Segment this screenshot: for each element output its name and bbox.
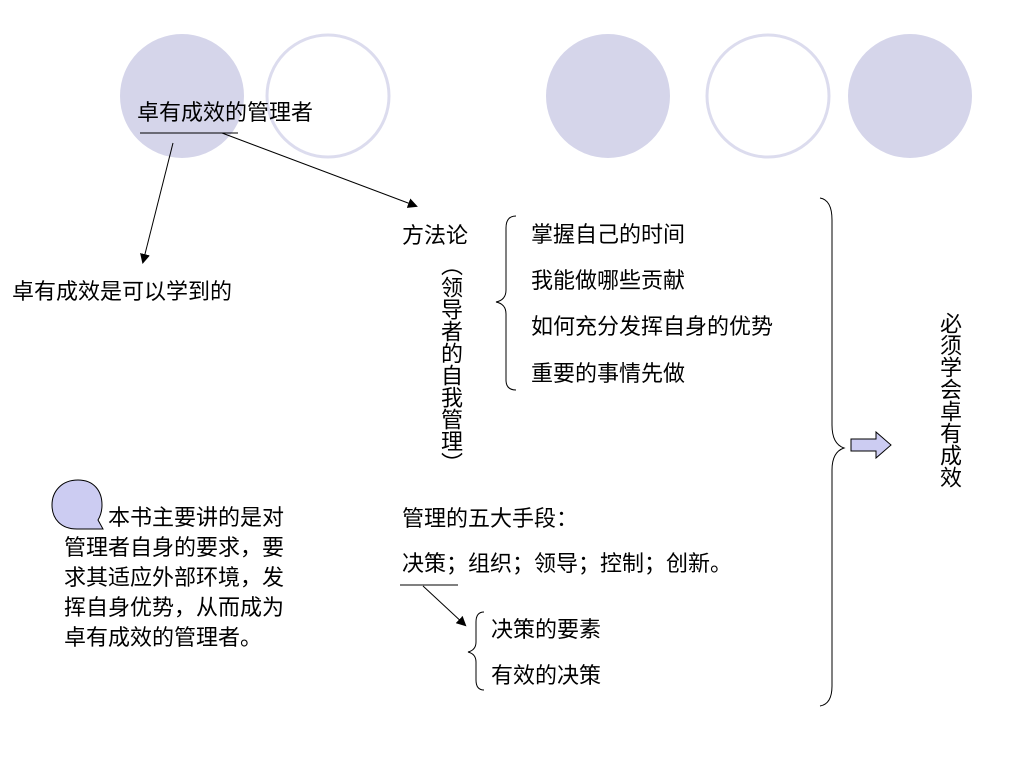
decor-circle-4 bbox=[705, 33, 831, 159]
methodology-item: 如何充分发挥自身的优势 bbox=[531, 315, 774, 340]
methodology-label: 方法论 bbox=[402, 224, 469, 249]
decor-circles bbox=[120, 33, 972, 159]
learnable-text: 卓有成效是可以学到的 bbox=[12, 280, 233, 305]
management-heading: 管理的五大手段： bbox=[402, 507, 579, 532]
means-decision: 决策 bbox=[402, 552, 447, 577]
conclusion-brace bbox=[819, 197, 846, 707]
means-rest: ；组织；领导；控制；创新。 bbox=[446, 552, 733, 577]
methodology-item: 掌握自己的时间 bbox=[531, 223, 686, 248]
decision-item: 有效的决策 bbox=[491, 664, 602, 689]
arrow-to-learnable bbox=[140, 142, 174, 264]
decor-circle-1 bbox=[120, 34, 244, 158]
summary-paragraph: 本书主要讲的是对管理者自身的要求，要求其适应外部环境，发挥自身优势，从而成为卓有… bbox=[64, 504, 284, 654]
decor-circle-5 bbox=[848, 34, 972, 158]
decor-circle-2 bbox=[265, 33, 391, 159]
decision-brace bbox=[467, 611, 485, 691]
result-arrow-icon bbox=[850, 430, 892, 460]
speech-bubble-icon bbox=[51, 479, 104, 530]
methodology-subtitle: （领导者的自我管理） bbox=[437, 254, 462, 474]
summary-text: 本书主要讲的是对管理者自身的要求，要求其适应外部环境，发挥自身优势，从而成为卓有… bbox=[64, 506, 285, 651]
methodology-item: 我能做哪些贡献 bbox=[531, 269, 686, 294]
decor-circle-3 bbox=[546, 34, 670, 158]
decision-item: 决策的要素 bbox=[491, 618, 602, 643]
arrow-to-methodology bbox=[221, 132, 418, 208]
methodology-brace bbox=[495, 215, 517, 391]
conclusion-text: 必须学会卓有成效 bbox=[936, 312, 961, 488]
diagram-title: 卓有成效的管理者 bbox=[137, 101, 314, 126]
management-means: 决策；组织；领导；控制；创新。 bbox=[402, 552, 732, 578]
arrow-to-decision-items bbox=[422, 585, 467, 627]
methodology-item: 重要的事情先做 bbox=[531, 362, 686, 387]
